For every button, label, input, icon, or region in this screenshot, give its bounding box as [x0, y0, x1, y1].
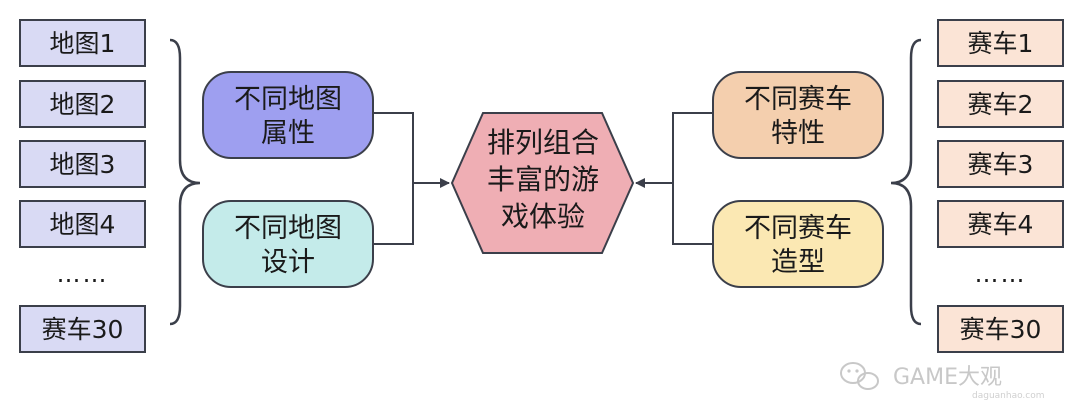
right-brace [890, 38, 922, 326]
car-box-4-label: 赛车4 [968, 210, 1034, 239]
car-box-3 [937, 140, 1064, 188]
car-feature-box [712, 71, 884, 159]
connector-left-bottom [373, 183, 414, 245]
center-line-1: 排列组合 [487, 126, 599, 159]
right-list-ellipsis: …… [975, 260, 1027, 288]
center-line-2: 丰富的游 [487, 163, 599, 196]
map-attribute-line-2: 属性 [261, 118, 315, 149]
map-design-line-1: 不同地图 [234, 213, 342, 244]
car-box-2 [937, 80, 1064, 128]
car-box-last [937, 305, 1064, 353]
left-group-1: 不同地图 属性 [202, 71, 374, 159]
map-box-3-label: 地图3 [50, 150, 116, 179]
map-box-last-label: 赛车30 [42, 315, 124, 344]
right-group-1: 不同赛车 特性 [712, 71, 884, 159]
map-box-3 [19, 140, 146, 188]
left-list-ellipsis: …… [57, 260, 109, 288]
car-box-last-label: 赛车30 [960, 315, 1042, 344]
map-box-2 [19, 80, 146, 128]
car-shape-line-2: 造型 [771, 247, 825, 278]
connector-right-top [672, 112, 713, 183]
right-list: 赛车1 赛车2 赛车3 赛车4 …… 赛车30 [937, 19, 1064, 353]
map-design-line-2: 设计 [261, 247, 315, 278]
map-box-1-label: 地图1 [50, 29, 116, 58]
car-feature-line-1: 不同赛车 [744, 84, 852, 115]
map-box-last [19, 305, 146, 353]
car-box-3-label: 赛车3 [968, 150, 1034, 179]
car-shape-line-1: 不同赛车 [744, 213, 852, 244]
connector-left-top [373, 112, 414, 183]
connector-right-bottom [672, 183, 713, 245]
left-group-2: 不同地图 设计 [202, 200, 374, 288]
center-line-3: 戏体验 [501, 200, 585, 233]
car-feature-line-2: 特性 [771, 118, 825, 149]
center-hexagon [450, 112, 635, 254]
watermark-text: GAME大观 [893, 365, 1002, 390]
car-box-1-label: 赛车1 [968, 29, 1034, 58]
car-box-1 [937, 19, 1064, 67]
watermark-subtext: daguanhao.com [972, 391, 1045, 401]
map-attribute-line-1: 不同地图 [234, 84, 342, 115]
map-box-4-label: 地图4 [50, 210, 116, 239]
right-group-2: 不同赛车 造型 [712, 200, 884, 288]
left-brace [169, 38, 201, 326]
watermark: GAME大观 daguanhao.com [840, 362, 1045, 401]
map-box-4 [19, 200, 146, 248]
map-box-1 [19, 19, 146, 67]
map-box-2-label: 地图2 [50, 90, 116, 119]
center-node: 排列组合 丰富的游 戏体验 [450, 112, 635, 254]
car-box-2-label: 赛车2 [968, 90, 1034, 119]
map-attribute-box [202, 71, 374, 159]
left-list: 地图1 地图2 地图3 地图4 …… 赛车30 [19, 19, 146, 353]
wechat-icon [840, 362, 879, 390]
car-box-4 [937, 200, 1064, 248]
